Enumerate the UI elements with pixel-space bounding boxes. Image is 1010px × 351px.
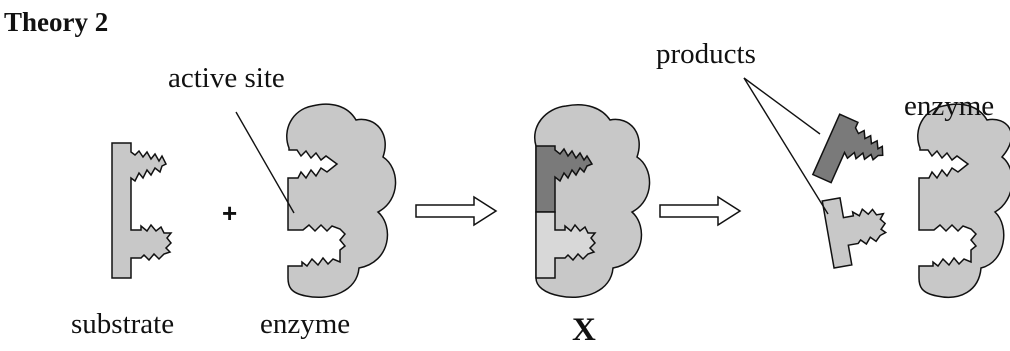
diagram-title: Theory 2	[4, 7, 109, 37]
enzyme-right-label: enzyme	[904, 90, 995, 122]
active-site-label: active site	[168, 62, 285, 94]
product-2	[821, 197, 888, 269]
enzyme-left-label: enzyme	[260, 308, 351, 340]
enzyme-shape-left	[286, 103, 397, 298]
products-label: products	[656, 38, 756, 70]
enzyme-shape-right	[917, 103, 1010, 298]
product-1	[811, 113, 884, 184]
active-site-pointer	[235, 111, 295, 214]
plus-sign: +	[222, 198, 238, 228]
enzyme-substrate-complex	[534, 104, 651, 298]
complex-x-label: X	[572, 312, 596, 348]
arrow-1	[415, 195, 498, 227]
substrate-shape	[111, 142, 173, 279]
arrow-2	[659, 195, 742, 227]
substrate-label: substrate	[71, 308, 175, 340]
products-pointer-2	[743, 77, 829, 215]
products-pointer-1	[743, 77, 821, 135]
